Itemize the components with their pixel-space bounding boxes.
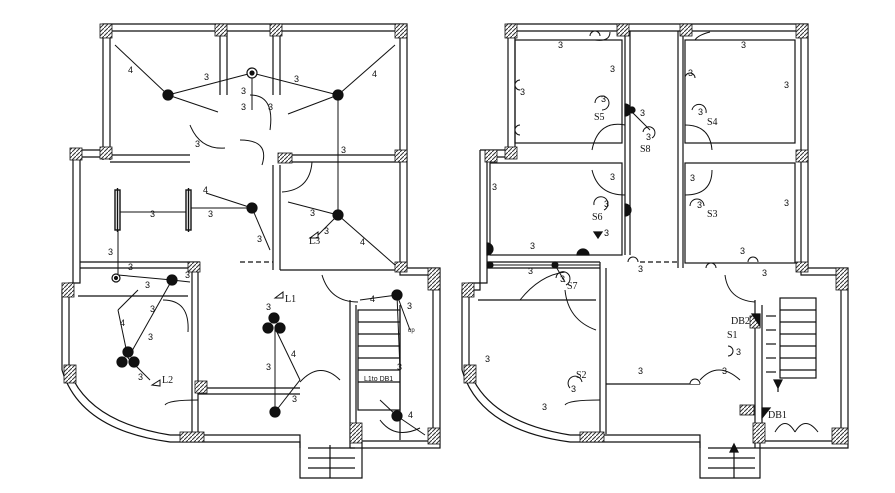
circuit-label: 3 [610, 172, 615, 182]
circuit-label: 3 [185, 270, 190, 280]
circuit-label: 3 [604, 228, 609, 238]
circuit-label: 3 [740, 246, 745, 256]
circuit-label: 3 [492, 182, 497, 192]
circuit-label: 3 [294, 74, 299, 84]
circuit-label: 4 [372, 69, 377, 79]
circuit-label: 3 [148, 332, 153, 342]
left-floor-plan [61, 23, 441, 479]
circuit-label: 4 [370, 294, 375, 304]
left-interior-walls [78, 31, 401, 478]
circuit-label: 3 [762, 268, 767, 278]
circuit-label: 3 [558, 40, 563, 50]
circuit-label: 3 [638, 264, 643, 274]
circuit-label: 3 [241, 86, 246, 96]
circuit-label: 3 [698, 107, 703, 117]
circuit-label: 3 [108, 247, 113, 257]
circuit-label: 3 [485, 354, 490, 364]
circuit-label: 3 [690, 173, 695, 183]
circuit-label: 3 [292, 394, 297, 404]
circuit-label: 3 [784, 80, 789, 90]
switch-label-s2: S2 [576, 370, 587, 381]
circuit-label: 3 [604, 199, 609, 209]
circuit-label: 3 [640, 108, 645, 118]
db-label-db1: DB1 [768, 410, 787, 421]
circuit-label: 3 [697, 200, 702, 210]
left-fan-points [111, 67, 258, 283]
circuit-label: 3 [530, 241, 535, 251]
circuit-label: 3 [266, 362, 271, 372]
right-labels: 3 3 3 3 3 3 3 3 3 3 3 3 3 3 3 3 3 3 3 3 … [485, 40, 789, 421]
circuit-label: 3 [257, 234, 262, 244]
switch-label-s6: S6 [592, 212, 603, 223]
circuit-label: 3 [241, 102, 246, 112]
switch-label-l1: L1 [285, 294, 296, 305]
circuit-label: 3 [610, 64, 615, 74]
circuit-label: 4 [120, 318, 125, 328]
left-light-points [116, 89, 403, 422]
circuit-label: 4 [360, 237, 365, 247]
circuit-label: 3 [145, 280, 150, 290]
right-db-boxes [592, 231, 772, 420]
circuit-label: 3 [266, 302, 271, 312]
circuit-label: 3 [341, 145, 346, 155]
db-label: L1to DB1 [364, 376, 393, 383]
switch-label-s3: S3 [707, 209, 718, 220]
right-switch-arcs [555, 95, 707, 389]
circuit-label: 3 [150, 209, 155, 219]
switch-label-s1: S1 [727, 330, 738, 341]
stair-up-label: up [408, 328, 415, 334]
right-columns [461, 23, 849, 445]
switch-label-l3: L3 [309, 236, 320, 247]
circuit-label: 3 [542, 402, 547, 412]
circuit-label: 3 [688, 68, 693, 78]
circuit-label: 3 [208, 209, 213, 219]
left-door-swings [162, 94, 421, 433]
right-empty-points [514, 30, 759, 385]
left-columns [61, 23, 441, 445]
circuit-label: 3 [736, 347, 741, 357]
circuit-label: 3 [601, 94, 606, 104]
circuit-label: 3 [571, 384, 576, 394]
circuit-label: 3 [520, 87, 525, 97]
switch-label-s7: S7 [567, 281, 578, 292]
circuit-label: 3 [722, 366, 727, 376]
circuit-label: 4 [408, 410, 413, 420]
right-floor-plan [461, 23, 849, 479]
right-interior-walls [478, 31, 817, 478]
circuit-label: 3 [128, 262, 133, 272]
left-tube-lights [114, 188, 192, 232]
switch-label-s8: S8 [640, 144, 651, 155]
circuit-label: 4 [128, 65, 133, 75]
right-door-swings [519, 31, 819, 433]
circuit-label: 3 [310, 208, 315, 218]
left-wiring [114, 44, 426, 436]
circuit-label: 4 [291, 349, 296, 359]
right-wall-points [486, 103, 636, 269]
circuit-label: 3 [528, 266, 533, 276]
circuit-label: 3 [397, 362, 402, 372]
circuit-label: 3 [138, 372, 143, 382]
circuit-label: 3 [560, 274, 565, 284]
circuit-label: 3 [324, 226, 329, 236]
circuit-label: 3 [638, 366, 643, 376]
switch-label-s4: S4 [707, 117, 718, 128]
circuit-label: 3 [268, 102, 273, 112]
circuit-label: 3 [741, 40, 746, 50]
circuit-label: 3 [195, 139, 200, 149]
circuit-label: 3 [646, 132, 651, 142]
switch-label-l2: L2 [162, 375, 173, 386]
circuit-label: 3 [407, 301, 412, 311]
circuit-label: 3 [784, 198, 789, 208]
circuit-label: 3 [204, 72, 209, 82]
circuit-label: 3 [150, 304, 155, 314]
db-label-db2: DB2 [731, 316, 750, 327]
switch-label-s5: S5 [594, 112, 605, 123]
left-labels: 4 3 3 4 3 3 3 3 3 3 3 3 3 4 3 3 4 3 3 3 … [108, 65, 415, 420]
left-switch-markers [150, 231, 319, 387]
circuit-label: 4 [203, 185, 208, 195]
